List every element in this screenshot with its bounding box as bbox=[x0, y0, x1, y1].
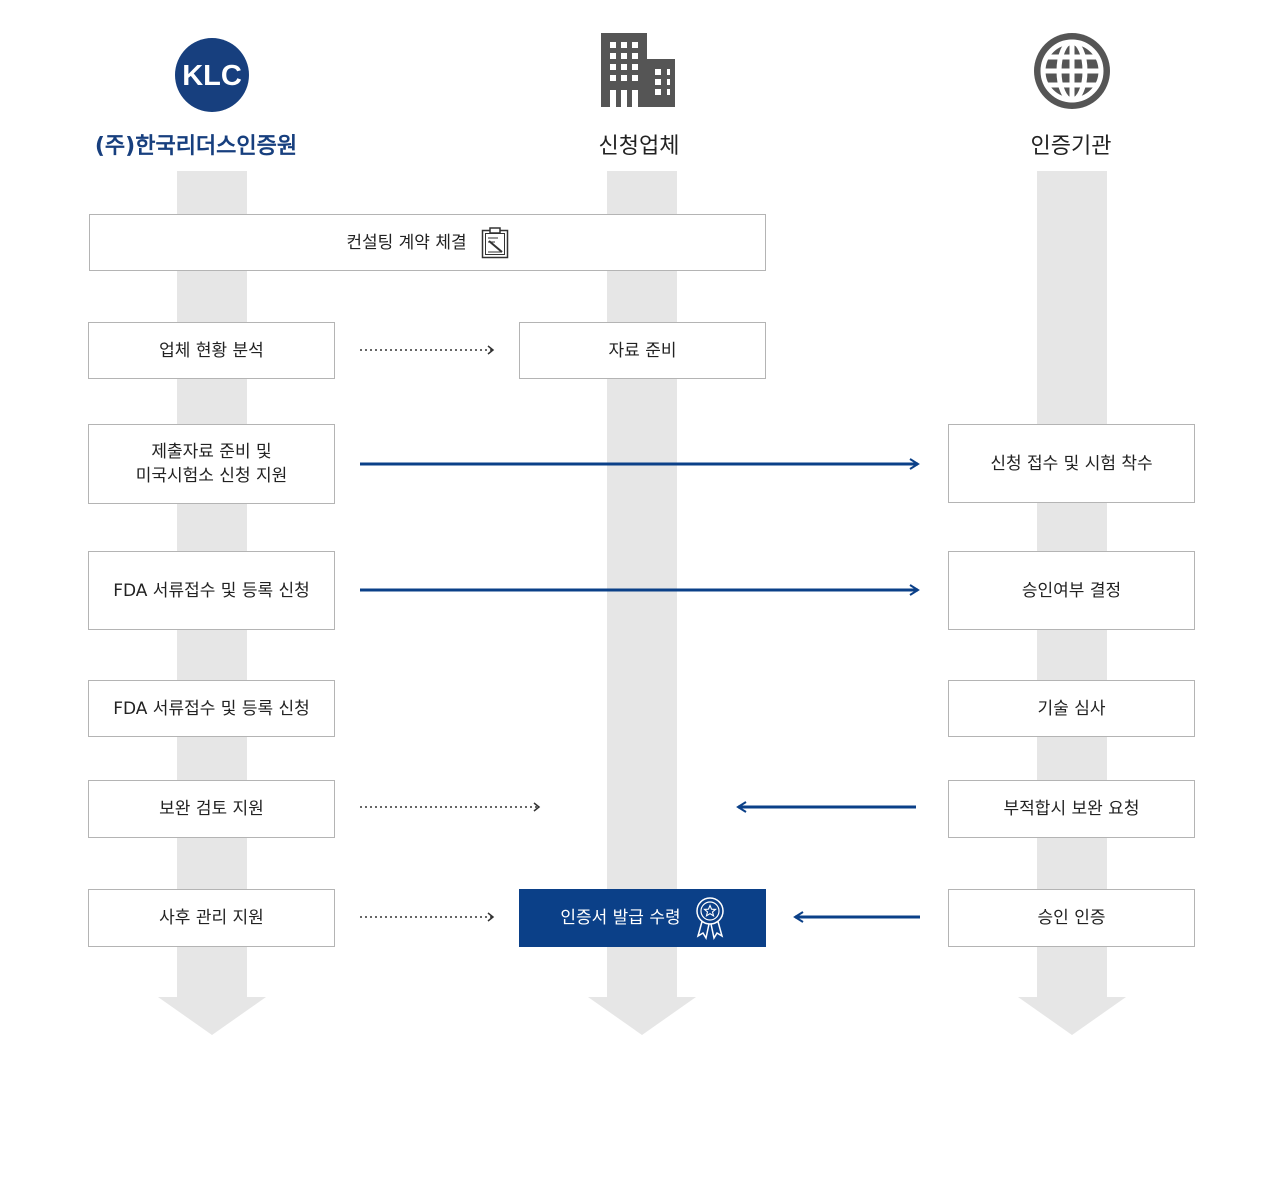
step-aftercare-label: 사후 관리 지원 bbox=[159, 908, 264, 928]
step-contract: 컨설팅 계약 체결 bbox=[89, 214, 766, 271]
step-contract-label: 컨설팅 계약 체결 bbox=[346, 232, 467, 253]
step-aftercare: 사후 관리 지원 bbox=[88, 889, 335, 947]
step-cert-issue-label: 인증서 발급 수령 bbox=[560, 908, 681, 928]
step-supplement-support-label: 보완 검토 지원 bbox=[159, 799, 264, 819]
lane-applicant bbox=[607, 171, 677, 997]
building-icon bbox=[601, 33, 677, 107]
step-accept-test-label: 신청 접수 및 시험 착수 bbox=[990, 453, 1153, 474]
step-supplement-support: 보완 검토 지원 bbox=[88, 780, 335, 838]
step-tech-review: 기술 심사 bbox=[948, 680, 1195, 737]
step-prep-materials: 자료 준비 bbox=[519, 322, 766, 379]
step-prep-materials-label: 자료 준비 bbox=[608, 340, 677, 361]
step-tech-review-label: 기술 심사 bbox=[1037, 698, 1106, 719]
step-submit-support-label: 제출자료 준비 및 미국시험소 신청 지원 bbox=[135, 442, 288, 486]
step-supplement-request-label: 부적합시 보완 요청 bbox=[1003, 799, 1140, 819]
lane-applicant-arrowhead bbox=[588, 997, 696, 1035]
step-approval-decision: 승인여부 결정 bbox=[948, 551, 1195, 630]
clipboard-icon bbox=[481, 226, 509, 259]
step-fda-register-2-label: FDA 서류접수 및 등록 신청 bbox=[113, 698, 310, 719]
klc-label: (주)한국리더스인증원 bbox=[94, 134, 298, 159]
step-fda-register-1-label: FDA 서류접수 및 등록 신청 bbox=[113, 580, 310, 601]
step-accept-test: 신청 접수 및 시험 착수 bbox=[948, 424, 1195, 503]
svg-text:KLC: KLC bbox=[182, 60, 242, 92]
step-supplement-request: 부적합시 보완 요청 bbox=[948, 780, 1195, 838]
award-ribbon-icon bbox=[695, 896, 725, 940]
certifier-label: 인증기관 bbox=[1030, 134, 1112, 159]
step-cert-issue: 인증서 발급 수령 bbox=[519, 889, 766, 947]
step-analysis-label: 업체 현황 분석 bbox=[159, 340, 264, 361]
lane-certifier-arrowhead bbox=[1018, 997, 1126, 1035]
step-approve-cert-label: 승인 인증 bbox=[1037, 908, 1106, 928]
step-submit-support: 제출자료 준비 및 미국시험소 신청 지원 bbox=[88, 424, 335, 504]
applicant-label: 신청업체 bbox=[598, 134, 680, 159]
step-fda-register-1: FDA 서류접수 및 등록 신청 bbox=[88, 551, 335, 630]
step-analysis: 업체 현황 분석 bbox=[88, 322, 335, 379]
step-fda-register-2: FDA 서류접수 및 등록 신청 bbox=[88, 680, 335, 737]
lane-klc-arrowhead bbox=[158, 997, 266, 1035]
step-approve-cert: 승인 인증 bbox=[948, 889, 1195, 947]
globe-icon bbox=[1034, 33, 1110, 109]
klc-logo: KLC bbox=[175, 38, 249, 112]
step-approval-decision-label: 승인여부 결정 bbox=[1021, 580, 1122, 601]
